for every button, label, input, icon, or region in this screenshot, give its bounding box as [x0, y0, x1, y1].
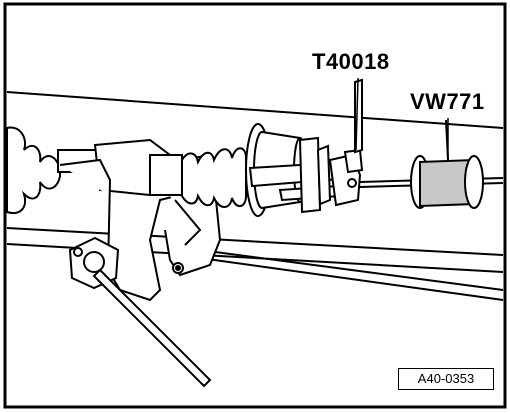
adjuster-with-lever — [68, 236, 212, 388]
callout-vw771: VW771 — [410, 89, 485, 114]
callout-t40018: T40018 — [312, 49, 390, 74]
tool-vw771 — [410, 119, 484, 209]
tie-rod-bellows — [181, 147, 247, 208]
callout-leaders — [355, 77, 449, 160]
figure-id-label: A40-0353 — [398, 368, 494, 390]
